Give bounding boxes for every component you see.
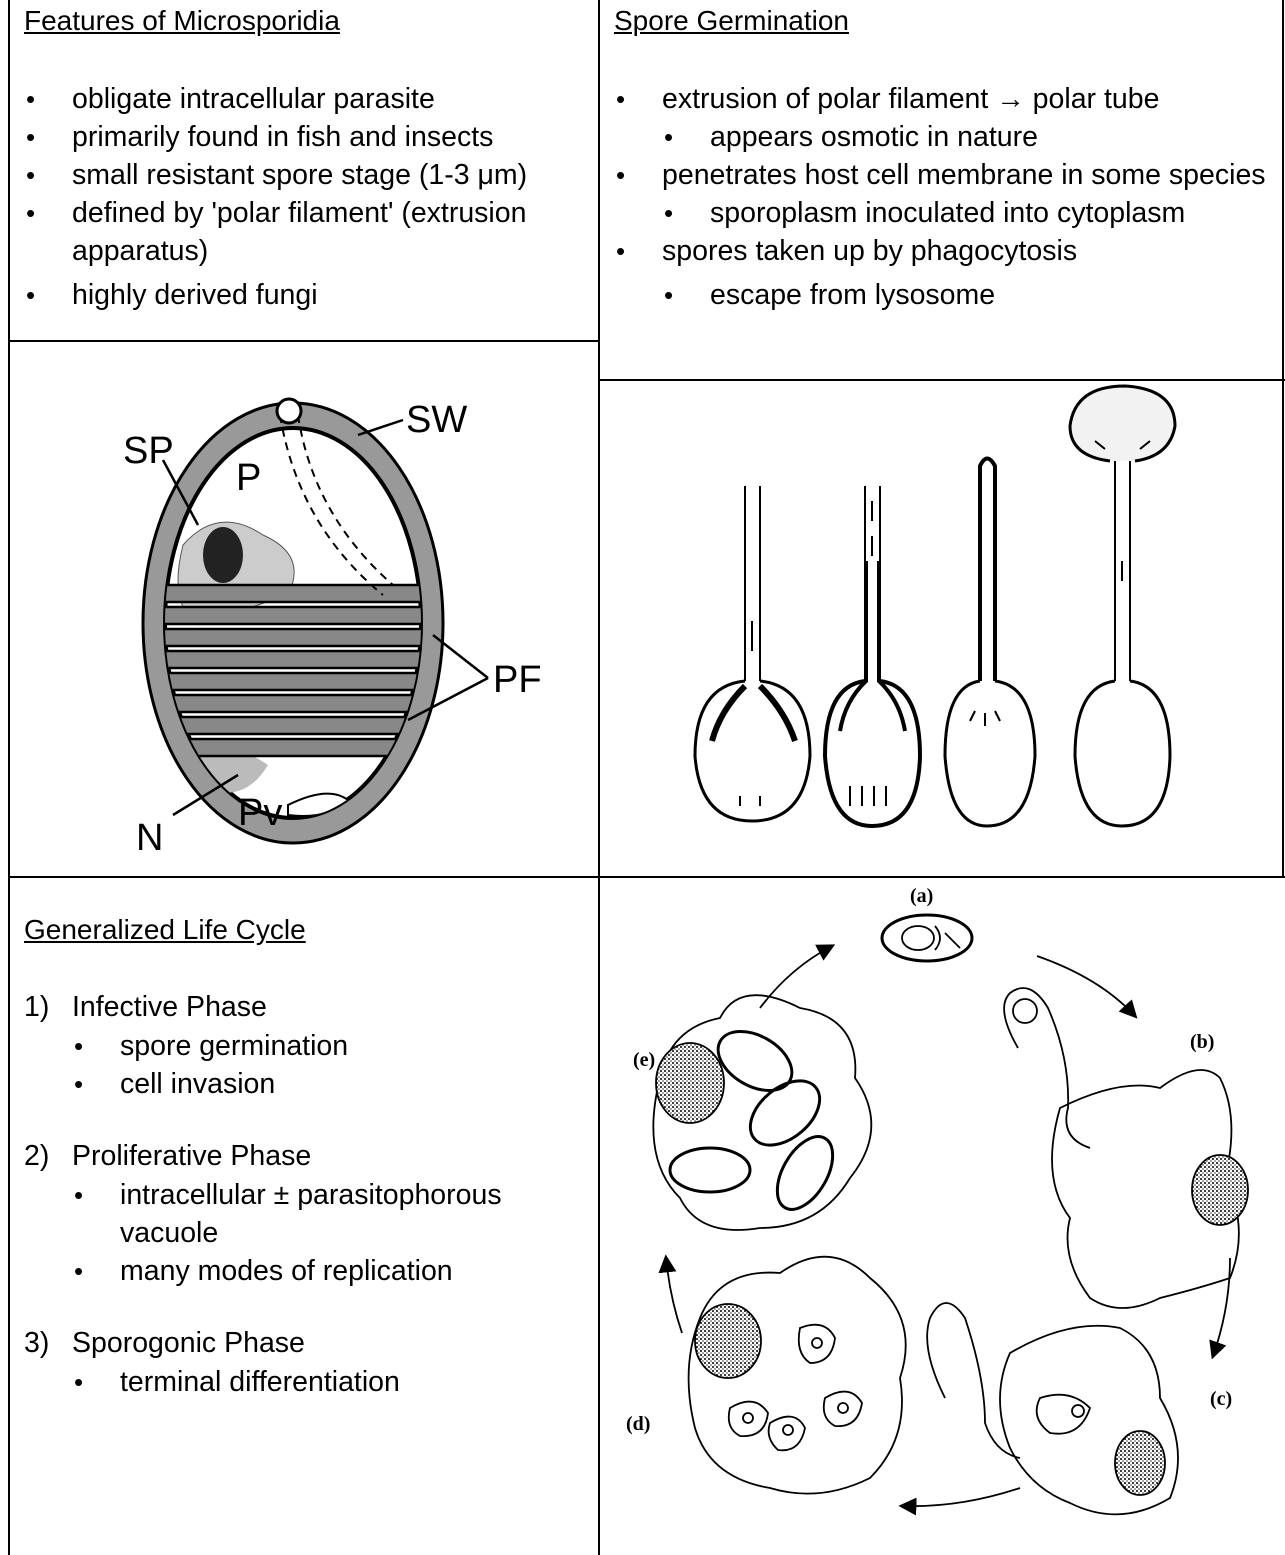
list-item: small resistant spore stage (1-3 μm) bbox=[24, 156, 592, 194]
list-item: terminal differentiation bbox=[72, 1363, 592, 1401]
phase-number: 1) bbox=[24, 988, 49, 1027]
cycle-arrow bbox=[1037, 956, 1135, 1016]
list-item: obligate intracellular parasite bbox=[24, 80, 592, 118]
stage-c-sporoplasm bbox=[927, 1303, 1178, 1514]
list-item: escape from lysosome bbox=[662, 276, 1274, 314]
phase-name: Proliferative Phase bbox=[72, 1140, 311, 1172]
cycle-arrow bbox=[902, 1488, 1020, 1506]
phase-name: Sporogonic Phase bbox=[72, 1327, 305, 1359]
label-n: N bbox=[136, 817, 163, 859]
cycle-arrow bbox=[1213, 1258, 1230, 1356]
stage-d-proliferation bbox=[689, 1257, 906, 1494]
phase-item: 3) Sporogonic Phase bbox=[24, 1324, 592, 1363]
phase-name: Infective Phase bbox=[72, 991, 267, 1023]
cycle-arrow bbox=[760, 946, 832, 1008]
stage-a-spore bbox=[882, 915, 972, 961]
lifecycle-phases: 1) Infective Phase spore germination cell… bbox=[24, 988, 592, 1401]
label-p: P bbox=[236, 457, 261, 499]
stage-label-e: (e) bbox=[633, 1049, 655, 1071]
stage-4 bbox=[1070, 386, 1175, 826]
phase-number: 3) bbox=[24, 1324, 49, 1363]
label-sp: SP bbox=[123, 430, 174, 472]
label-pf: PF bbox=[493, 659, 542, 701]
list-item: penetrates host cell membrane in some sp… bbox=[614, 156, 1274, 194]
label-pv: Pv bbox=[238, 792, 282, 834]
spore-anatomy-diagram: SP SW P PF Pv N bbox=[8, 345, 600, 875]
anchoring-disc bbox=[277, 399, 301, 423]
stage-1 bbox=[695, 486, 810, 821]
list-item: defined by 'polar filament' (extrusion a… bbox=[24, 194, 592, 270]
stage-label-c: (c) bbox=[1210, 1388, 1232, 1410]
phase-number: 2) bbox=[24, 1137, 49, 1176]
life-cycle-diagram: (a) (b) (c) (d) (e) bbox=[600, 878, 1284, 1553]
label-sw: SW bbox=[406, 399, 467, 441]
stage-3 bbox=[945, 459, 1035, 827]
germination-title: Spore Germination bbox=[614, 5, 849, 37]
list-item: many modes of replication bbox=[72, 1252, 592, 1290]
stage-e-sporogony bbox=[653, 995, 871, 1230]
features-title: Features of Microsporidia bbox=[24, 5, 340, 37]
list-item: appears osmotic in nature bbox=[662, 118, 1274, 156]
phase-sublist: terminal differentiation bbox=[72, 1363, 592, 1401]
lifecycle-title: Generalized Life Cycle bbox=[24, 914, 306, 946]
germination-list: extrusion of polar filament → polar tube… bbox=[614, 80, 1274, 314]
stage-2 bbox=[825, 486, 920, 826]
list-item: sporoplasm inoculated into cytoplasm bbox=[662, 194, 1274, 232]
phase-sublist: spore germination cell invasion bbox=[72, 1027, 592, 1103]
list-item: spore germination bbox=[72, 1027, 592, 1065]
phase-sublist: intracellular ± parasitophorous vacuole … bbox=[72, 1176, 592, 1290]
list-item: extrusion of polar filament → polar tube bbox=[614, 80, 1274, 118]
features-list: obligate intracellular parasite primaril… bbox=[24, 80, 592, 314]
cycle-arrow bbox=[666, 1258, 682, 1333]
phase-item: 1) Infective Phase bbox=[24, 988, 592, 1027]
list-item: primarily found in fish and insects bbox=[24, 118, 592, 156]
divider-left-top bbox=[8, 340, 600, 342]
list-item: intracellular ± parasitophorous vacuole bbox=[72, 1176, 592, 1252]
list-item: cell invasion bbox=[72, 1065, 592, 1103]
phase-item: 2) Proliferative Phase bbox=[24, 1137, 592, 1176]
list-item: highly derived fungi bbox=[24, 276, 592, 314]
stage-label-b: (b) bbox=[1190, 1031, 1214, 1053]
nucleus-shape bbox=[203, 527, 243, 583]
list-item: spores taken up by phagocytosis bbox=[614, 232, 1274, 270]
stage-label-d: (d) bbox=[626, 1413, 650, 1435]
germination-stages-diagram bbox=[600, 381, 1284, 876]
stage-label-a: (a) bbox=[910, 885, 933, 907]
